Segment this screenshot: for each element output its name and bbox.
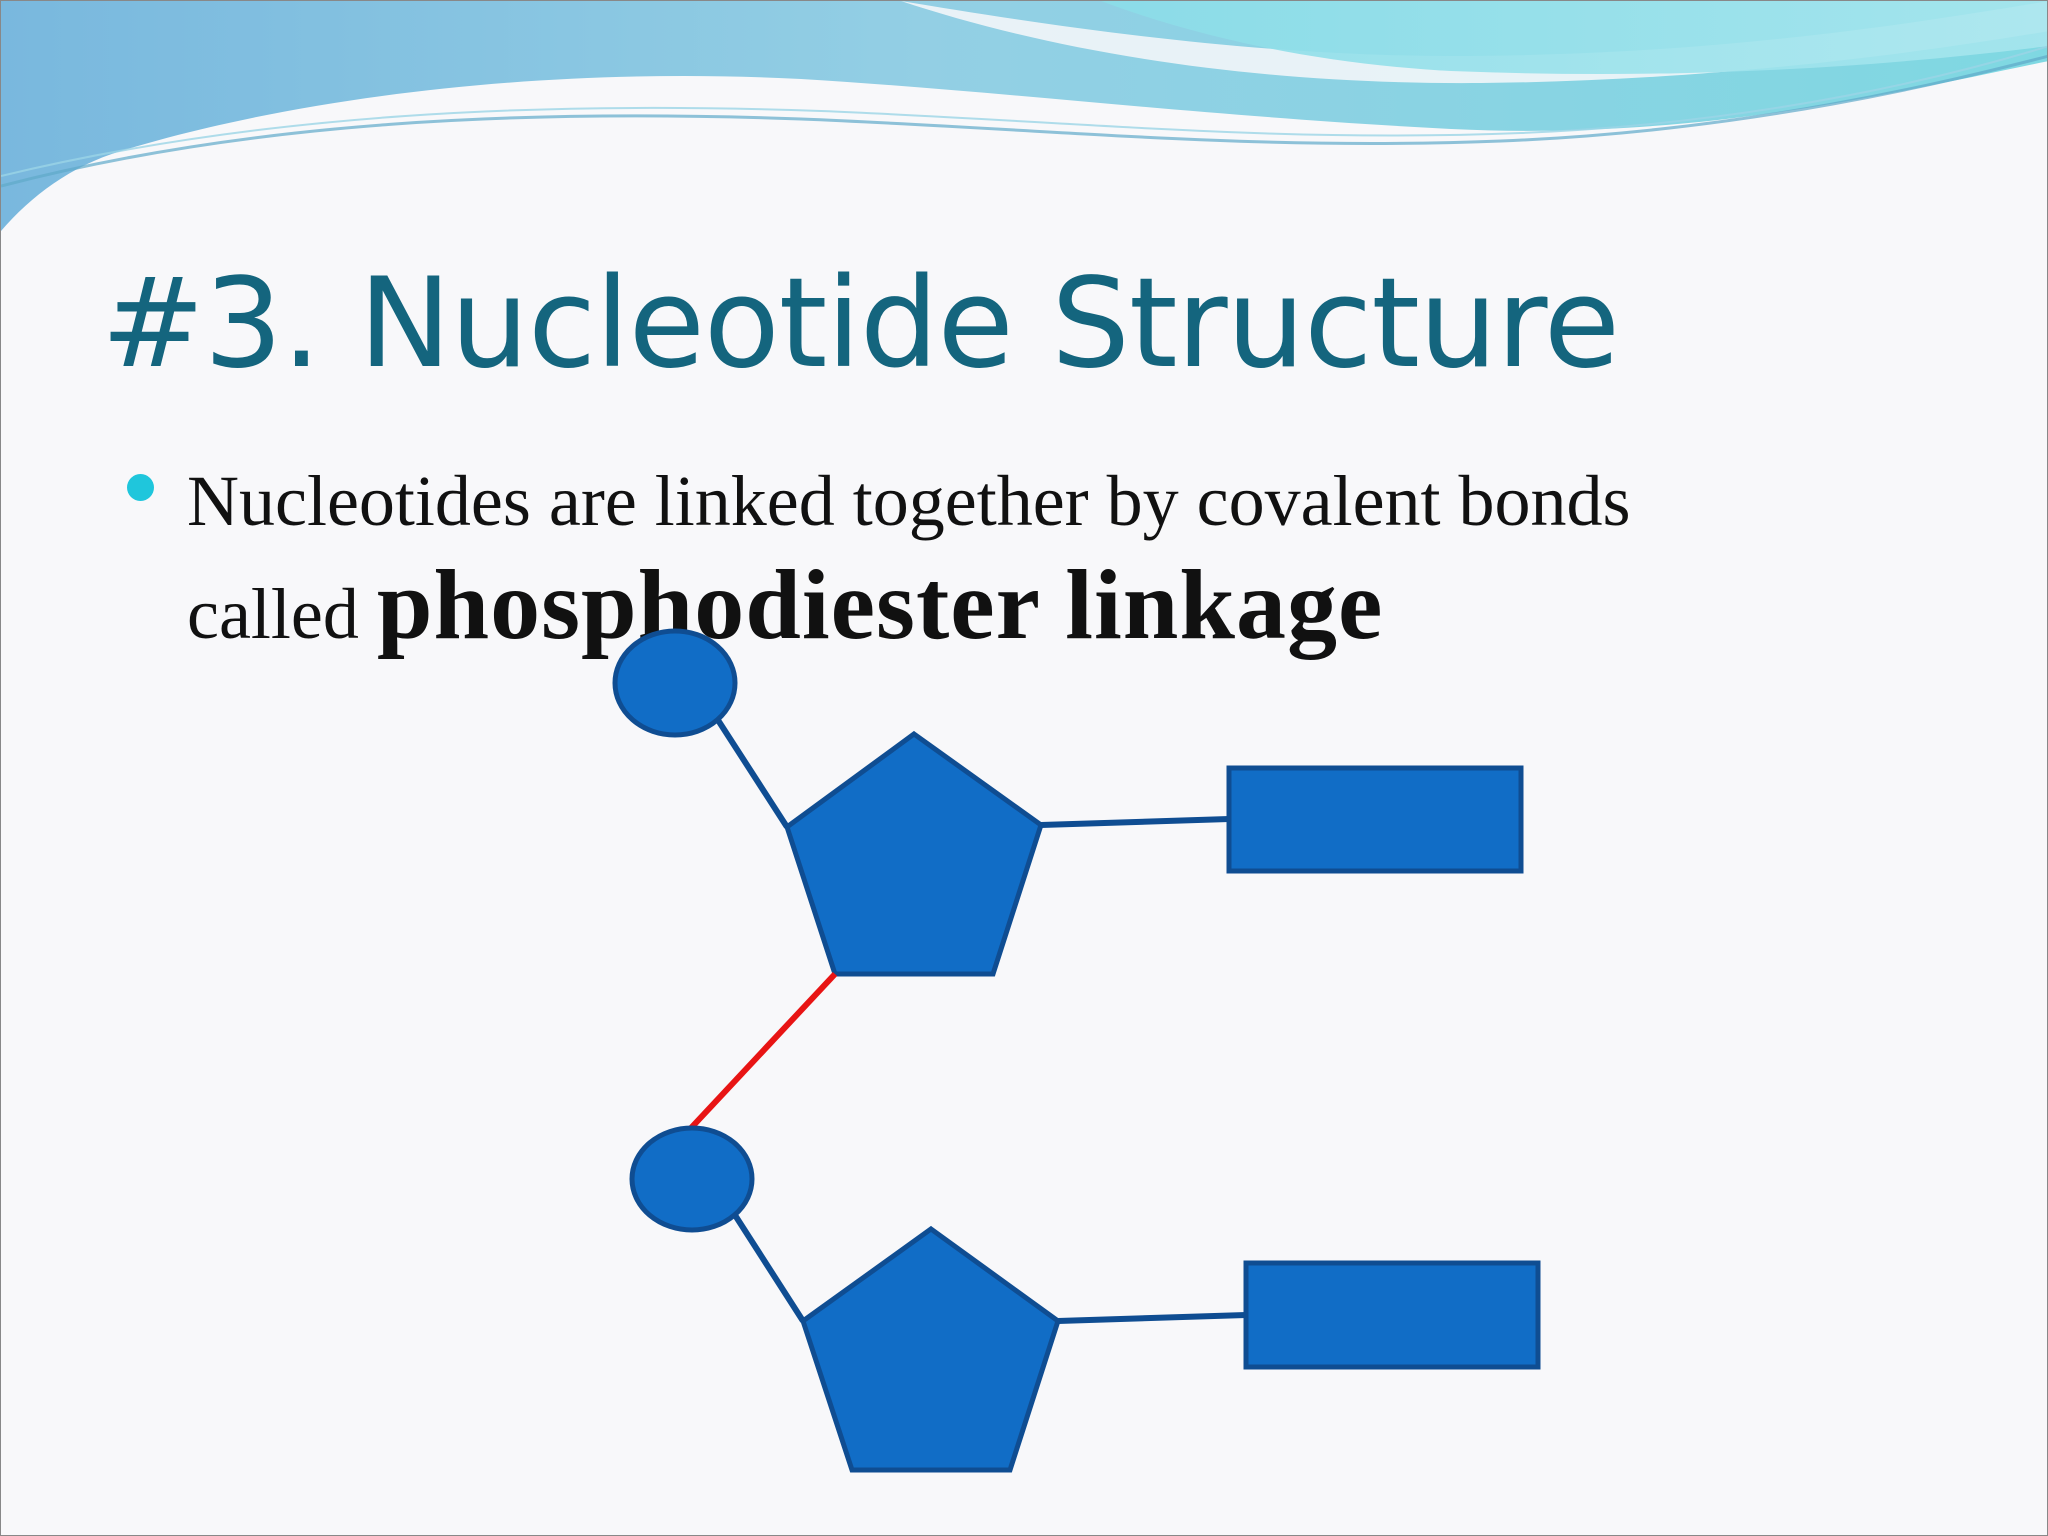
base-rectangle-bottom: [1243, 1260, 1541, 1370]
sugar-base-bond-top: [1040, 816, 1230, 828]
header-wave-decoration: [1, 1, 2047, 231]
sugar-base-bond-bottom: [1057, 1312, 1247, 1324]
bullet-text: Nucleotides are linked together by coval…: [187, 449, 1631, 666]
nucleotide-top: [612, 628, 1524, 977]
nucleotide-bottom: [629, 1125, 1541, 1473]
bullet-line-1: Nucleotides are linked together by coval…: [187, 461, 1631, 541]
slide-title: #3. Nucleotide Structure: [101, 252, 1620, 396]
phosphodiester-linkage-term: phosphodiester linkage: [376, 549, 1384, 660]
phosphate-circle-bottom: [629, 1125, 755, 1233]
sugar-pentagon-top: [784, 730, 1044, 977]
phosphodiester-bond-line: [688, 971, 838, 1131]
phosphate-sugar-bond-bottom: [730, 1210, 806, 1323]
sugar-pentagon-bottom: [800, 1225, 1061, 1473]
bullet-line-2-prefix: called: [187, 574, 377, 654]
base-rectangle-top: [1226, 765, 1524, 874]
bullet-dot-icon: [127, 474, 154, 501]
phosphate-sugar-bond-top: [713, 715, 790, 829]
